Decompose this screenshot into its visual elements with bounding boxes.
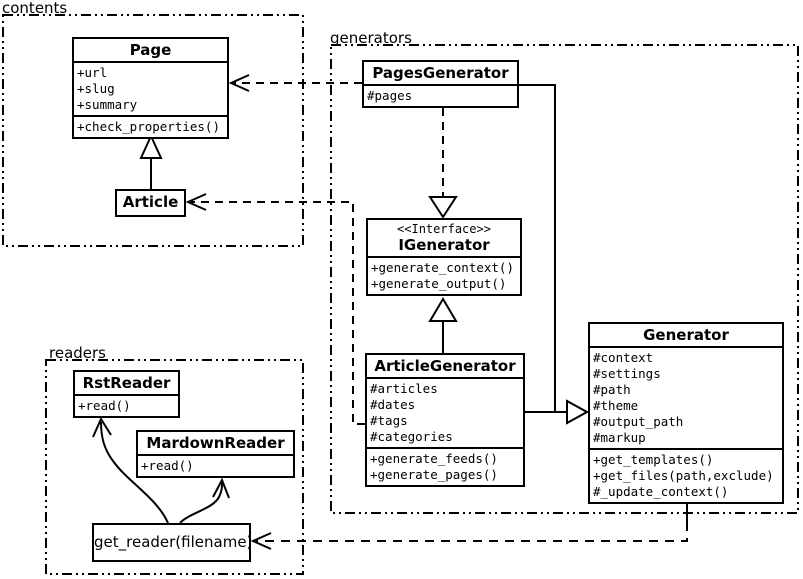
member-line: +summary — [77, 97, 138, 112]
class-mardownreader-title: MardownReader — [146, 434, 285, 452]
member-line: #pages — [367, 88, 413, 103]
member-line: #_update_context() — [593, 484, 729, 499]
member-line: #path — [593, 382, 631, 397]
member-line: #dates — [370, 397, 416, 412]
pagesgenerator-to-generator-line — [519, 84, 566, 413]
pagesgenerator-to-igenerator-triangle — [428, 196, 458, 219]
member-line: #articles — [370, 381, 438, 396]
class-generator-title: Generator — [643, 326, 729, 344]
class-generator-attributes: #context#settings#path#theme#output_path… — [590, 346, 782, 448]
member-line: +check_properties() — [77, 119, 220, 134]
readers-package-frame — [45, 359, 304, 575]
class-articlegenerator-title: ArticleGenerator — [374, 357, 516, 375]
class-page-attributes: +url+slug+summary — [74, 61, 227, 115]
class-page: Page +url+slug+summary +check_properties… — [72, 37, 229, 139]
member-line: #context — [593, 350, 654, 365]
getreader-to-mardownreader-open-arrowhead — [212, 477, 230, 499]
member-line: +slug — [77, 81, 115, 96]
class-mardownreader-methods: +read() — [138, 454, 293, 476]
member-line: +get_files(path,exclude) — [593, 468, 774, 483]
articlegenerator-to-igenerator-triangle — [428, 297, 458, 322]
class-articlegenerator-methods: +generate_feeds()+generate_pages() — [367, 447, 523, 485]
pagesgenerator-to-page-open-arrowhead — [228, 74, 250, 92]
class-generator: Generator #context#settings#path#theme#o… — [588, 322, 784, 504]
getreader-to-mardownreader-curve — [179, 482, 223, 524]
class-pagesgenerator-title: PagesGenerator — [372, 64, 509, 82]
class-igenerator-name: IGenerator — [398, 236, 490, 254]
class-rstreader: RstReader +read() — [73, 370, 180, 418]
member-line: #theme — [593, 398, 639, 413]
class-pagesgenerator: PagesGenerator #pages — [362, 60, 519, 108]
class-rstreader-methods: +read() — [75, 394, 178, 416]
class-articlegenerator-attributes: #articles#dates#tags#categories — [367, 377, 523, 447]
articlegenerator-to-article-open-arrowhead — [185, 193, 207, 211]
member-line: #output_path — [593, 414, 684, 429]
readers-package-label: readers — [49, 344, 106, 362]
getreader-to-rstreader-open-arrowhead — [92, 416, 112, 438]
member-line: #categories — [370, 429, 453, 444]
class-igenerator-methods: +generate_context()+generate_output() — [368, 256, 520, 294]
member-line: +read() — [78, 398, 131, 413]
class-igenerator-stereotype: <<Interface>> — [397, 222, 491, 236]
generator-generalization-triangle — [566, 399, 590, 425]
generators-package-label: generators — [330, 29, 412, 47]
article-to-page-triangle — [139, 133, 163, 159]
class-articlegenerator: ArticleGenerator #articles#dates#tags#ca… — [365, 353, 525, 487]
member-line: +get_templates() — [593, 452, 714, 467]
contents-package-frame — [2, 14, 304, 247]
class-igenerator-title: <<Interface>> IGenerator — [368, 220, 520, 256]
contents-package-label: contents — [2, 0, 68, 17]
class-page-title: Page — [129, 41, 172, 59]
class-page-methods: +check_properties() — [74, 115, 227, 137]
member-line: +url — [77, 65, 108, 80]
member-line: +generate_feeds() — [370, 451, 498, 466]
member-line: +generate_output() — [371, 276, 507, 291]
class-article-title: Article — [122, 193, 179, 211]
member-line: +generate_pages() — [370, 467, 498, 482]
class-mardownreader: MardownReader +read() — [136, 430, 295, 478]
generator-to-getreader-open-arrowhead — [250, 532, 272, 550]
member-line: +read() — [141, 458, 194, 473]
member-line: #settings — [593, 366, 661, 381]
articlegenerator-to-article-dashed-line — [191, 201, 365, 425]
class-pagesgenerator-attributes: #pages — [364, 84, 517, 106]
generator-to-getreader-dashed-line — [256, 522, 688, 542]
class-article: Article — [115, 189, 186, 217]
class-rstreader-title: RstReader — [82, 374, 171, 392]
member-line: +generate_context() — [371, 260, 514, 275]
member-line: #markup — [593, 430, 646, 445]
class-igenerator: <<Interface>> IGenerator +generate_conte… — [366, 218, 522, 296]
function-get-reader: get_reader(filename) — [92, 523, 252, 562]
getreader-to-rstreader-curve — [100, 421, 169, 524]
member-line: #tags — [370, 413, 408, 428]
class-generator-methods: +get_templates()+get_files(path,exclude)… — [590, 448, 782, 502]
